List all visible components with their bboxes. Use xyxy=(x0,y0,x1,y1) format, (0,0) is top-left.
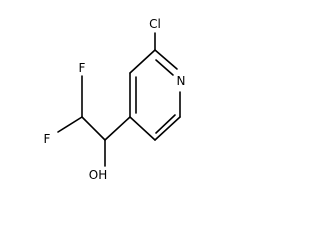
bond-choh-cf2 xyxy=(81,116,106,141)
bond-c2-c3 xyxy=(129,49,156,74)
hydroxyl-atom-label: OH xyxy=(89,168,107,182)
molecule-diagram: Cl N F F OH xyxy=(44,17,186,182)
fluorine-left-atom-label: F xyxy=(44,132,51,146)
bond-cf2-f-left xyxy=(57,116,83,133)
bond-c4-c5 xyxy=(129,116,156,141)
bond-c5-c6-inner xyxy=(155,114,176,134)
bond-n-c2-inner xyxy=(155,59,174,76)
bond-c4-choh xyxy=(104,116,131,141)
nitrogen-atom-label: N xyxy=(177,74,186,88)
chemical-structure-canvas: Cl N F F OH xyxy=(44,17,186,182)
fluorine-top-atom-label: F xyxy=(79,61,86,75)
bond-n-c2 xyxy=(154,49,178,70)
chlorine-atom-label: Cl xyxy=(149,17,161,31)
bond-c5-c6 xyxy=(154,116,181,141)
